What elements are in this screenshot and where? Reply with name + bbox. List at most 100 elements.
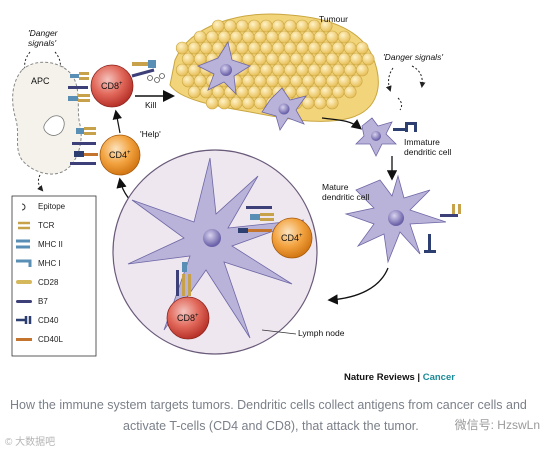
- tumour-cell: [289, 52, 303, 66]
- tumour-cell: [223, 19, 237, 33]
- tumour-cell: [283, 41, 297, 55]
- tumour-cell: [349, 52, 363, 66]
- tumour-cell: [289, 30, 303, 44]
- svg-text:CD4+: CD4+: [281, 233, 303, 243]
- tumour-cell: [187, 41, 201, 55]
- tumour-cell: [253, 30, 267, 44]
- arrow-to-immature: [321, 117, 363, 130]
- svg-text:CD4+: CD4+: [109, 150, 131, 160]
- cd40l-swatch-icon: [16, 338, 32, 341]
- tumour-label: Tumour: [319, 14, 348, 24]
- tumour-cell: [229, 96, 243, 110]
- cd4-cell-left: CD4+: [99, 134, 141, 176]
- danger-signals-right: 'Danger signals': [383, 52, 443, 111]
- tumour-cell: [241, 74, 255, 88]
- tumour-cell: [271, 19, 285, 33]
- tumour-cell: [253, 52, 267, 66]
- tumour-cell: [325, 74, 339, 88]
- tumour-cell: [253, 74, 267, 88]
- legend-label: MHC I: [38, 259, 61, 268]
- tumour-cell: [307, 85, 321, 99]
- cd28-swatch-icon: [16, 280, 32, 284]
- arrow-to-lymph: [327, 267, 389, 305]
- legend-item-cd28: CD28: [16, 278, 59, 287]
- tumour-cell: [175, 63, 189, 77]
- cd8-cell-top: CD8+: [90, 60, 165, 108]
- legend-item-mhc-i: MHC I: [16, 259, 61, 268]
- watermark-left: © 大数据吧: [5, 437, 56, 448]
- tumour-cell: [343, 63, 357, 77]
- cd40-swatch-icon: [16, 316, 32, 324]
- tumour-cell: [343, 85, 357, 99]
- legend-label: CD40L: [38, 335, 63, 344]
- tumour-cell: [277, 74, 291, 88]
- dendritic-cell-in-tumour-1: [197, 40, 251, 96]
- tumour-cell: [331, 41, 345, 55]
- tumour-cell: [319, 19, 333, 33]
- danger-right-label: 'Danger signals': [383, 52, 443, 62]
- tumour-cell: [319, 41, 333, 55]
- legend-item-cd40l: CD40L: [16, 335, 63, 344]
- tumour-cell: [307, 41, 321, 55]
- tumour-cell: [235, 85, 249, 99]
- journal-credit: Nature Reviews | Cancer: [344, 372, 455, 383]
- tumour-cell: [319, 85, 333, 99]
- tumour-cell: [211, 85, 225, 99]
- tumour-cell: [235, 41, 249, 55]
- tumour-cell: [355, 63, 369, 77]
- tumour-cell: [349, 74, 363, 88]
- apc-label: APC: [31, 76, 50, 86]
- lymph-node: [112, 149, 318, 355]
- watermark-right: 微信号: HzswLn: [451, 415, 543, 434]
- dendritic-cell-in-tumour-2: [261, 87, 307, 131]
- legend-item-mhc-ii: MHC II: [16, 239, 63, 249]
- tumour-cell: [361, 52, 375, 66]
- tumour-cell: [217, 96, 231, 110]
- tumour-cell: [271, 41, 285, 55]
- tumour-cell: [313, 96, 327, 110]
- help-arrow: [112, 109, 123, 134]
- tumour-cell: [187, 85, 201, 99]
- tumour-cell: [229, 30, 243, 44]
- tcr-swatch-icon: [18, 221, 30, 230]
- legend-item-b7: B7: [16, 297, 48, 306]
- tumour-cell: [301, 30, 315, 44]
- tumour-cell: [307, 63, 321, 77]
- svg-text:CD8+: CD8+: [101, 81, 123, 91]
- legend-item-cd40: CD40: [16, 316, 59, 325]
- tumour-cell: [283, 19, 297, 33]
- tumour-cell: [181, 74, 195, 88]
- tumour-cell: [313, 30, 327, 44]
- immature-dendritic-cell: [355, 117, 417, 157]
- tumour-cell: [277, 30, 291, 44]
- legend-label: TCR: [38, 221, 55, 230]
- tumour-cell: [241, 30, 255, 44]
- tumour-cell: [259, 85, 273, 99]
- tumour-cell: [319, 63, 333, 77]
- tumour-cell: [205, 96, 219, 110]
- tumour-cell: [289, 74, 303, 88]
- help-label: 'Help': [140, 129, 161, 139]
- apc-receptors: [68, 72, 98, 165]
- legend-label: Epitope: [38, 202, 66, 211]
- tumour-cell: [265, 30, 279, 44]
- legend-label: CD40: [38, 316, 59, 325]
- mhc-ii-swatch-icon: [16, 239, 30, 249]
- mature-dendritic-cell: [344, 174, 461, 264]
- tumour-cell: [301, 52, 315, 66]
- caption-line-2: activate T-cells (CD4 and CD8), that att…: [123, 419, 419, 433]
- tumour-cell: [259, 63, 273, 77]
- legend-label: B7: [38, 297, 48, 306]
- tumour-cell: [265, 52, 279, 66]
- tumour-cell: [337, 30, 351, 44]
- tumour-cell: [211, 19, 225, 33]
- tumour-cell: [241, 96, 255, 110]
- tumour-cell: [235, 19, 249, 33]
- tumour-cell: [295, 85, 309, 99]
- tumour-cell: [193, 30, 207, 44]
